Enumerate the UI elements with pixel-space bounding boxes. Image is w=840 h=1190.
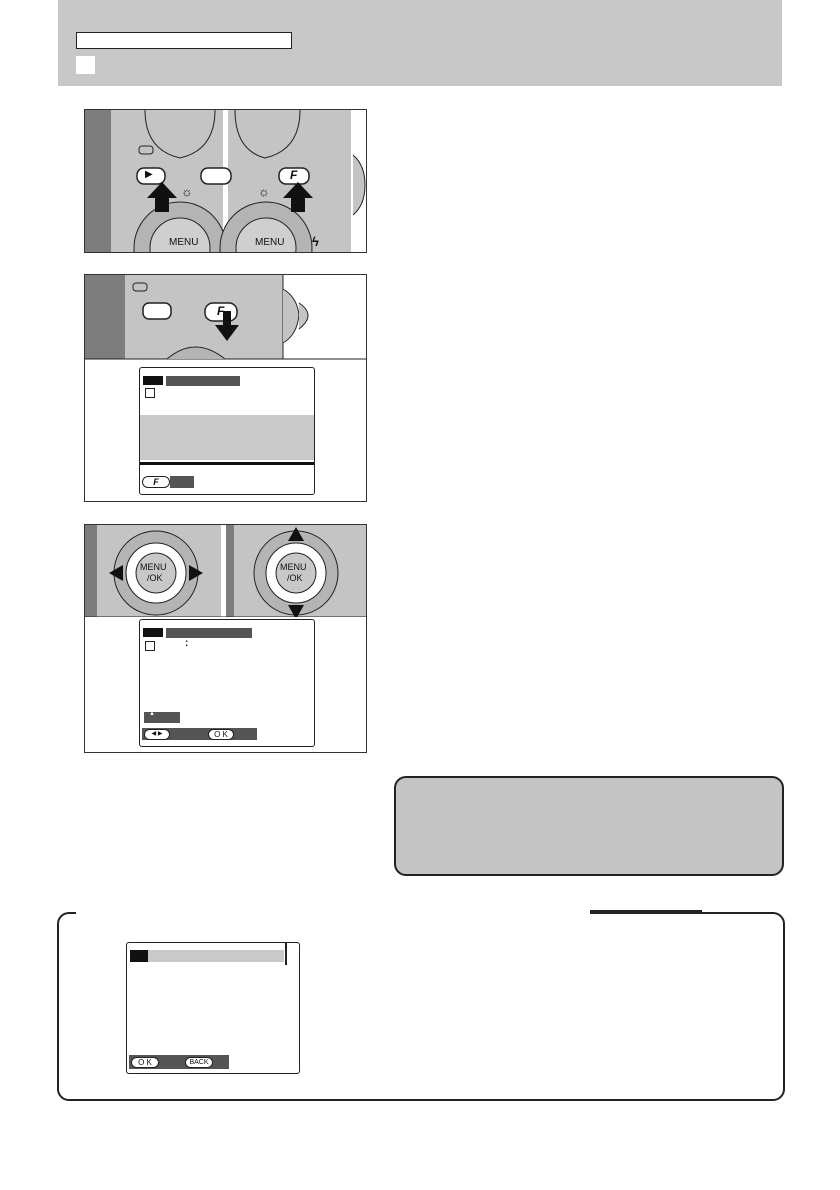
menu-ok-label: MENU bbox=[280, 562, 307, 572]
menu-title-bar bbox=[166, 376, 240, 386]
note-box bbox=[394, 776, 784, 876]
menu-title-bar bbox=[148, 950, 284, 962]
f-button-pill: F bbox=[142, 476, 170, 488]
clock-icon bbox=[145, 641, 155, 651]
f-button-icon: F bbox=[290, 168, 298, 182]
step3-illustration: MENU MENU /OK /OK : ▲ ◀ ▶ O K bbox=[84, 524, 367, 753]
lcd-screen: O K BACK bbox=[126, 942, 300, 1074]
menu-ok-sublabel: /OK bbox=[287, 573, 303, 583]
step1-illustration: ▶ F ☼ ☼ MENU MENU ϟ bbox=[84, 109, 367, 253]
f-hint-bar bbox=[170, 476, 194, 488]
print-icon bbox=[130, 950, 148, 962]
brightness-icon: ☼ bbox=[258, 184, 270, 199]
ok-pill: O K bbox=[131, 1057, 159, 1068]
info-frame-rule bbox=[590, 910, 702, 914]
print-icon bbox=[143, 376, 163, 385]
menu-ok-sublabel: /OK bbox=[147, 573, 163, 583]
menu-divider bbox=[140, 462, 314, 465]
header-title-box bbox=[76, 32, 292, 49]
lcd-screen: F bbox=[139, 367, 315, 495]
back-pill: BACK bbox=[185, 1057, 213, 1068]
menu-ok-label: MENU bbox=[255, 237, 285, 248]
step2-illustration: F F bbox=[84, 274, 367, 502]
playback-button-icon: ▶ bbox=[145, 169, 153, 180]
arrows-pill: ◀ ▶ bbox=[144, 729, 170, 740]
menu-content-band bbox=[140, 415, 314, 460]
brightness-icon: ☼ bbox=[181, 184, 193, 199]
title-bar-edge bbox=[285, 943, 287, 965]
menu-ok-label: MENU bbox=[140, 562, 167, 572]
flash-icon: ϟ bbox=[312, 234, 319, 249]
ok-pill: O K bbox=[208, 729, 234, 740]
up-arrow-icon: ▲ bbox=[149, 711, 155, 717]
step-number-box bbox=[76, 56, 95, 74]
info-frame-title-gap bbox=[76, 908, 590, 916]
date-colon: : bbox=[185, 638, 189, 649]
lcd-screen: : ▲ ◀ ▶ O K bbox=[139, 619, 315, 747]
up-indicator bbox=[144, 712, 180, 723]
menu-ok-label: MENU bbox=[169, 237, 199, 248]
f-button-icon: F bbox=[217, 304, 225, 318]
print-icon bbox=[143, 628, 163, 637]
clock-icon bbox=[145, 388, 155, 398]
menu-title-bar bbox=[166, 628, 252, 638]
